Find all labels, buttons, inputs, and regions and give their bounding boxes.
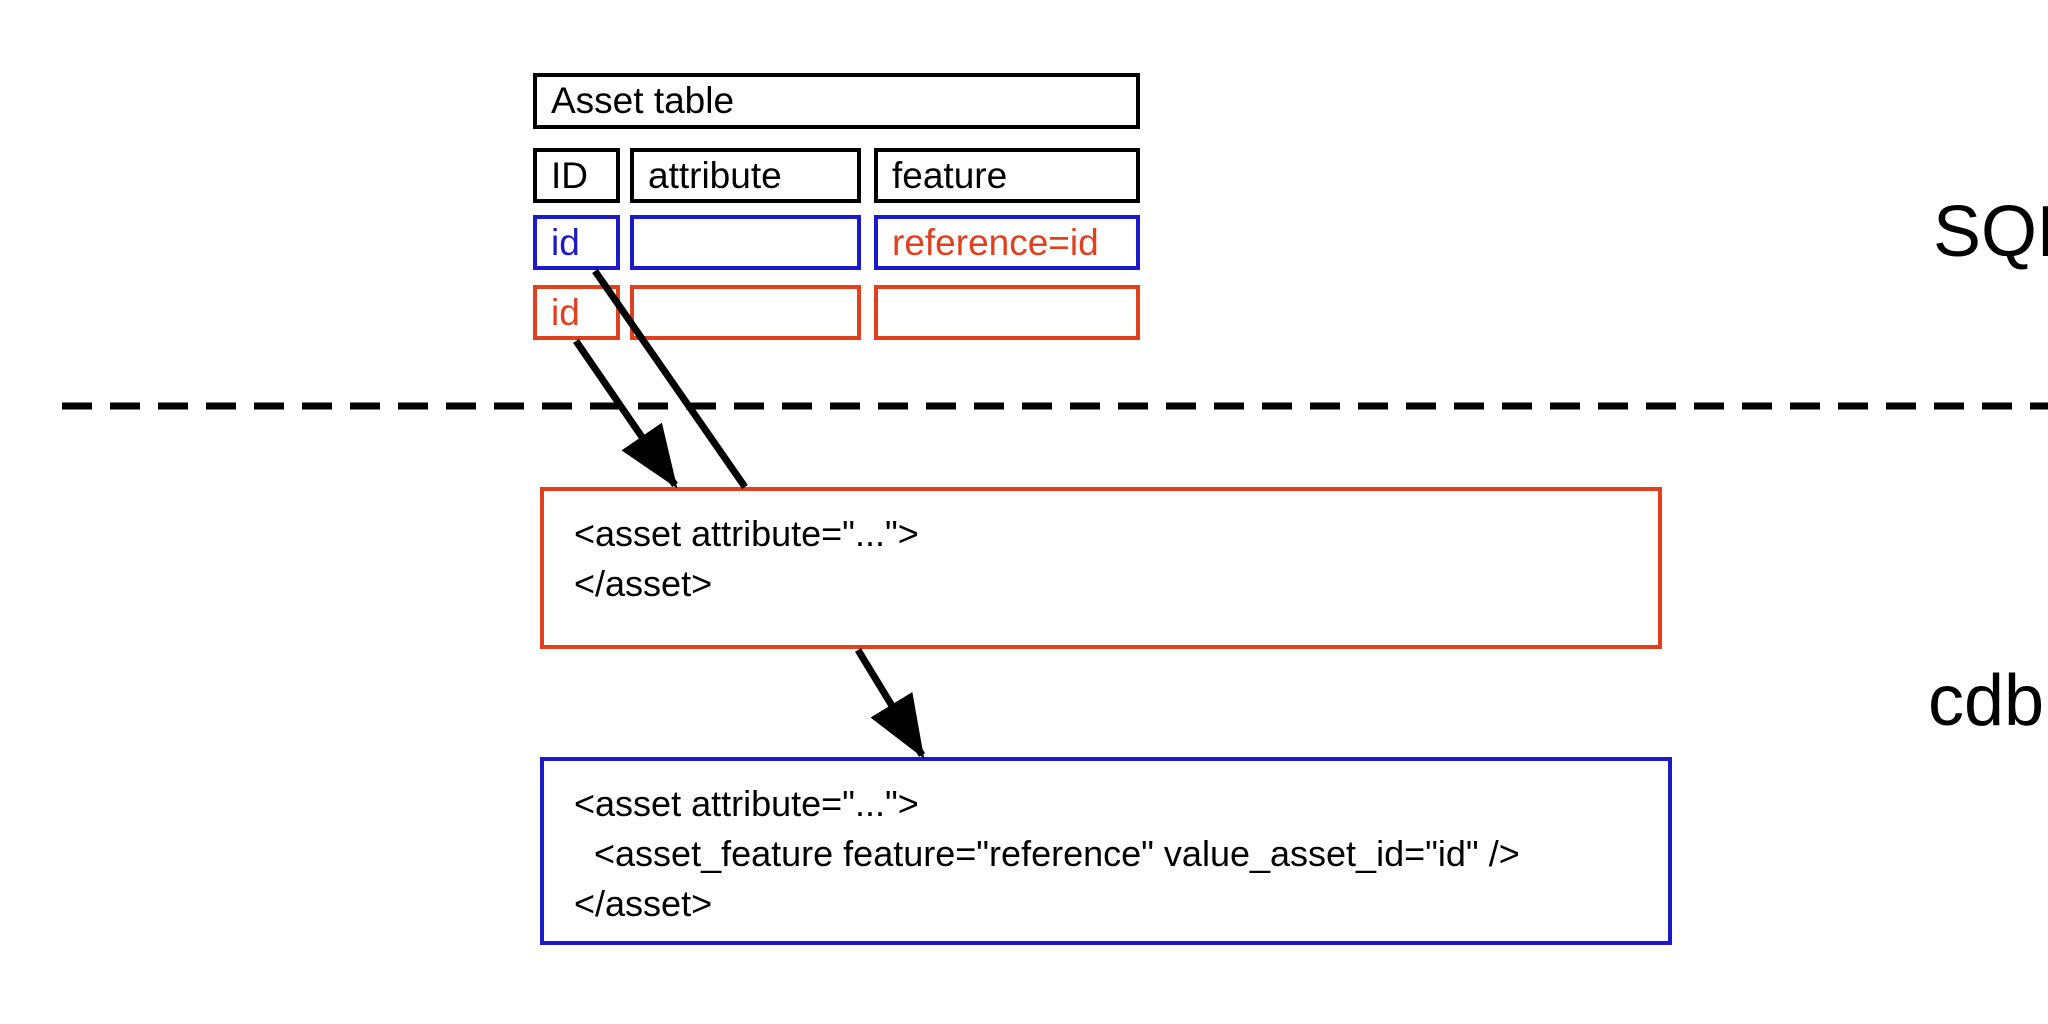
asset-table-title-label: Asset table [551,79,735,121]
arrow-red-id-to-red-xml [573,339,678,489]
blue-row-id-value: id [551,221,580,263]
column-header-id-label: ID [551,154,588,196]
blue-row-feature-value: reference=id [892,221,1099,263]
blue-row-cell-id: id [533,215,620,270]
column-header-id: ID [533,148,620,203]
asset-table-title-box: Asset table [533,73,1140,129]
red-row-cell-feature [874,285,1140,340]
blue-xml-line-3: </asset> [574,883,713,924]
red-xml-line-2: </asset> [574,563,713,604]
column-header-attribute-label: attribute [648,154,782,196]
red-row-id-value: id [551,291,580,333]
red-row-cell-attribute [630,285,861,340]
red-xml-line-1: <asset attribute="..."> [574,513,919,554]
column-header-feature: feature [874,148,1140,203]
blue-row-cell-feature: reference=id [874,215,1140,270]
blue-row-cell-attribute [630,215,861,270]
red-row-cell-id: id [533,285,620,340]
sql-label: SQL [1933,192,2048,272]
cdb-label: cdb [1928,661,2045,741]
blue-xml-line-1: <asset attribute="..."> [574,783,919,824]
blue-xml-line-2: <asset_feature feature="reference" value… [574,833,1520,874]
red-xml-box: <asset attribute="..."> </asset> [540,487,1662,649]
column-header-feature-label: feature [892,154,1008,196]
column-header-attribute: attribute [630,148,861,203]
blue-xml-box: <asset attribute="..."> <asset_feature f… [540,757,1672,945]
arrow-red-xml-to-blue-xml [855,648,925,759]
